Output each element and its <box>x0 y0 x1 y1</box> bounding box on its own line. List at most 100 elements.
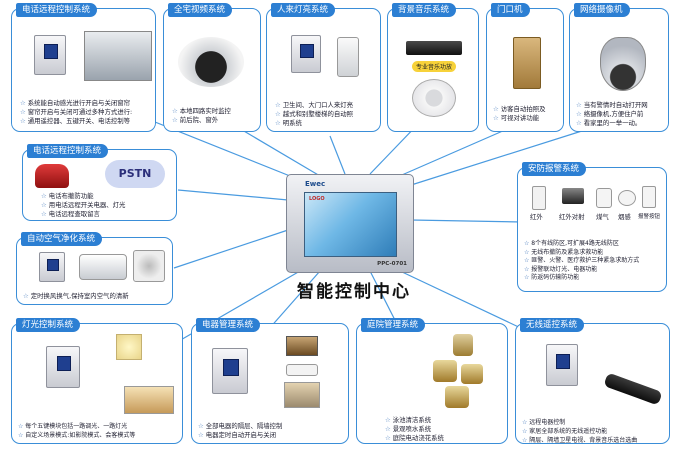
bullet-item: 卫生间、大门口人来灯亮 <box>275 101 353 110</box>
bullet-list: 系统能自动感光进行开启与关闭窗帘 窗帘开启与关闭可通过多种方式进行: 通用遥控器… <box>20 99 132 126</box>
bullet-item: 防返码仿输防功能 <box>524 274 639 283</box>
bullet-item: 看家里的一举一动。 <box>576 119 648 128</box>
box-title: 电器管理系统 <box>196 318 261 332</box>
motion-light-box: 人来灯亮系统 卫生间、大门口人来灯亮 越式和别墅楼梯的自动照 明系统 <box>266 3 381 132</box>
bullet-item: 家居全部系统的无线遥控功能 <box>522 427 637 436</box>
bullet-list: 访客自动拍照及 可视对讲功能 <box>493 105 546 123</box>
bullet-item: 隔层、隔墙卫星电视、背景音乐选台选曲 <box>522 436 637 445</box>
appliance-room-image <box>284 382 320 408</box>
solenoid-valve-image <box>445 386 469 408</box>
curtain-control-box: 电话远程控制系统 系统能自动感光进行开启与关闭窗帘 窗帘开启与关闭可通过多种方式… <box>11 3 156 132</box>
switch-panel-image <box>212 348 248 394</box>
lamp-image <box>116 334 142 360</box>
pstn-cloud: PSTN <box>105 160 165 188</box>
bullet-item: 访客自动拍照及 <box>493 105 546 114</box>
bullet-item: 泳池清洁系统 <box>385 416 444 425</box>
sensor-label: 报警按钮 <box>638 214 661 220</box>
switch-panel-image <box>291 35 321 73</box>
bullet-item: 明系统 <box>275 119 353 128</box>
bullet-list: 定时换风换气,保持室内空气的清新 <box>23 292 129 301</box>
switch-panel-image <box>46 346 80 388</box>
switch-panel-image <box>546 344 578 386</box>
beam-sensor-image <box>562 188 584 204</box>
box-title: 自动空气净化系统 <box>21 232 103 246</box>
box-title: 门口机 <box>491 3 530 17</box>
screen-logo: LOGO <box>309 196 325 202</box>
tv-image <box>286 336 318 356</box>
box-title: 电话远程控制系统 <box>16 3 98 17</box>
curtain-room-image <box>84 31 152 81</box>
bullet-item: 可视对讲功能 <box>493 114 546 123</box>
solenoid-valve-image <box>453 334 473 356</box>
control-center-device: Ewec LOGO PPC-0701 <box>286 174 414 273</box>
security-alarm-box: 安防报警系统 红外 红外对射 煤气 烟感 报警按钮 8个有线防区,可扩展4路无线… <box>517 162 667 292</box>
box-title: 庭院管理系统 <box>361 318 426 332</box>
bullet-item: 用电话远程开关电器、灯光 <box>41 201 126 210</box>
bullet-item: 电话远程查取留言 <box>41 210 125 219</box>
bullet-list: 当有警情时自动打开网 络摄像机,方便住户前 看家里的一举一动。 <box>576 101 648 128</box>
bullet-item: 电话布撤防功能 <box>41 192 125 201</box>
bullet-item: 窗帘开启与关闭可通过多种方式进行: <box>20 108 132 117</box>
sensor-label: 煤气 <box>596 213 609 221</box>
motion-sensor-image <box>337 37 359 77</box>
sensor-label: 烟感 <box>618 213 631 221</box>
bullet-item: 远程电器控制 <box>522 418 637 427</box>
bullet-list: 8个有线防区,可扩展4路无线防区 无线布撤防及紧急求救功能 匪警、火警、医疗救护… <box>524 240 639 283</box>
bullet-item: 匪警、火警、医疗救护三种紧急求助方式 <box>524 257 639 266</box>
solenoid-valve-image <box>433 360 457 382</box>
ventilator-image <box>79 254 127 280</box>
bullet-list: 每个五键模块包括一路调光、一路灯光 自定义场景模式:如影院模式、会客模式等 <box>18 422 135 440</box>
touch-screen: LOGO <box>304 192 397 257</box>
amplifier-label: 专业音乐功放 <box>412 61 457 72</box>
sensor-label: 红外对射 <box>559 213 585 221</box>
center-title: 智能控制中心 <box>297 282 411 302</box>
switch-panel-image <box>39 252 65 282</box>
bullet-item: 无线布撤防及紧急求救功能 <box>524 249 639 258</box>
bullet-item: 系统能自动感光进行开启与关闭窗帘 <box>20 99 132 108</box>
bullet-list: 本地四路实时监控 前后院、窗外 <box>172 107 231 125</box>
alarm-button-image <box>642 186 656 208</box>
box-title: 网络摄像机 <box>574 3 630 17</box>
bullet-item: 本地四路实时监控 <box>172 107 231 116</box>
dome-camera-image <box>178 37 244 87</box>
bullet-list: 卫生间、大门口人来灯亮 越式和别墅楼梯的自动照 明系统 <box>275 101 353 128</box>
bullet-list: 电话布撤防功能 用电话远程开关电器、灯光 电话远程查取留言 <box>41 192 126 219</box>
room-image <box>124 386 174 414</box>
amplifier-image <box>406 41 462 55</box>
door-station-image <box>513 37 541 89</box>
bullet-list: 泳池清洁系统 景观喷水系统 庭院电动浇花系统 <box>385 416 444 443</box>
solenoid-valve-image <box>461 364 483 384</box>
sensor-label: 红外 <box>530 213 543 221</box>
bullet-item: 当有警情时自动打开网 <box>576 101 648 110</box>
video-box: 全宅视频系统 本地四路实时监控 前后院、窗外 <box>163 3 261 132</box>
bullet-list: 全部电器的隔层、隔墙控制 电器定时自动开启与关闭 <box>198 422 283 440</box>
wireless-remote-box: 无线遥控系统 远程电器控制 家居全部系统的无线遥控功能 隔层、隔墙卫星电视、背景… <box>515 318 670 445</box>
box-title: 灯光控制系统 <box>16 318 81 332</box>
gas-detector-image <box>596 188 612 208</box>
box-title: 无线遥控系统 <box>520 318 585 332</box>
bullet-item: 庭院电动浇花系统 <box>385 434 444 443</box>
exhaust-fan-image <box>133 250 165 282</box>
box-title: 全宅视频系统 <box>168 3 233 17</box>
music-box: 背景音乐系统 专业音乐功放 <box>387 3 479 132</box>
bullet-item: 前后院、窗外 <box>172 116 231 125</box>
box-title: 电话远程控制系统 <box>27 144 109 158</box>
bullet-item: 定时换风换气,保持室内空气的清新 <box>23 292 129 301</box>
garden-box: 庭院管理系统 泳池清洁系统 景观喷水系统 庭院电动浇花系统 <box>356 318 508 444</box>
appliance-box: 电器管理系统 全部电器的隔层、隔墙控制 电器定时自动开启与关闭 <box>191 318 349 444</box>
pir-sensor-image <box>532 186 546 210</box>
bullet-item: 通用遥控器、五键开关、电话控制等 <box>20 117 132 126</box>
bullet-item: 每个五键模块包括一路调光、一路灯光 <box>18 422 135 431</box>
bullet-item: 8个有线防区,可扩展4路无线防区 <box>524 240 639 249</box>
network-camera-box: 网络摄像机 当有警情时自动打开网 络摄像机,方便住户前 看家里的一举一动。 <box>569 3 669 132</box>
telephone-image <box>35 164 69 188</box>
smoke-detector-image <box>618 190 636 206</box>
bullet-item: 景观喷水系统 <box>385 425 444 434</box>
bullet-item: 络摄像机,方便住户前 <box>576 110 648 119</box>
lighting-box: 灯光控制系统 每个五键模块包括一路调光、一路灯光 自定义场景模式:如影院模式、会… <box>11 318 183 444</box>
intercom-box: 门口机 访客自动拍照及 可视对讲功能 <box>486 3 564 132</box>
switch-panel-image <box>34 35 66 75</box>
bullet-item: 自定义场景模式:如影院模式、会客模式等 <box>18 431 135 440</box>
bullet-item: 全部电器的隔层、隔墙控制 <box>198 422 283 431</box>
box-title: 人来灯亮系统 <box>271 3 336 17</box>
